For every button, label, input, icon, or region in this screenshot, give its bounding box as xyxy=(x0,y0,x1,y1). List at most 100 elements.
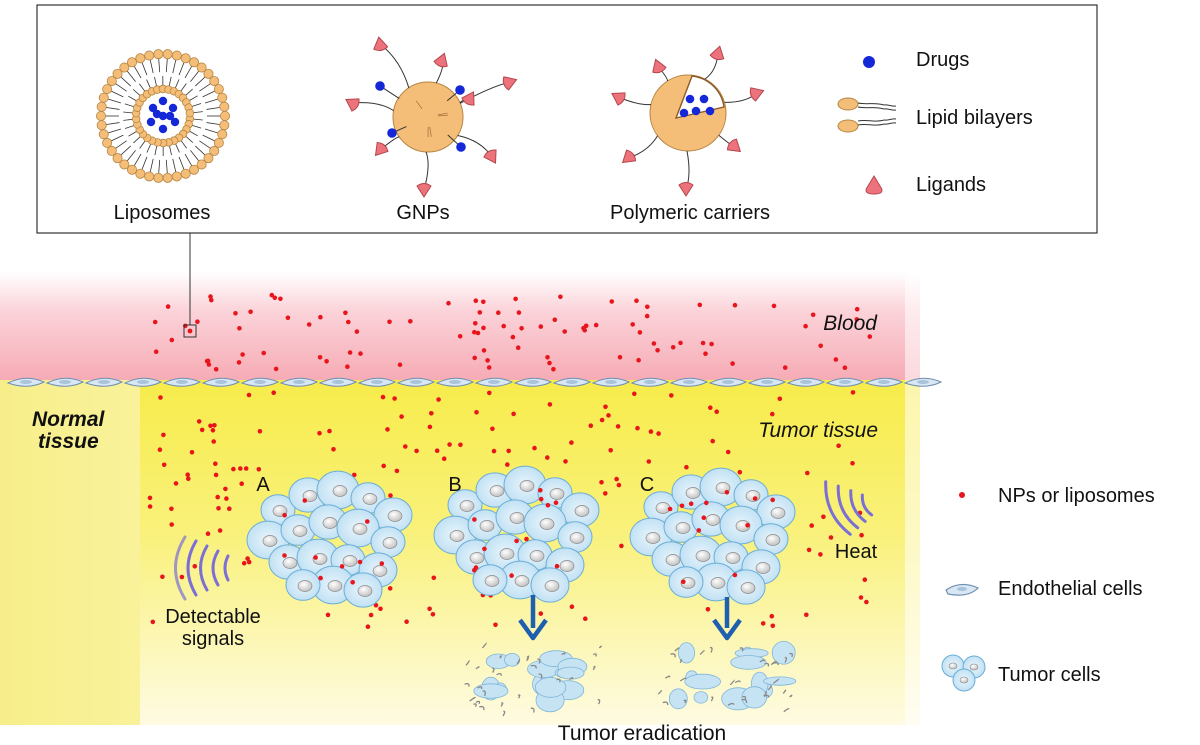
tumor-cell xyxy=(370,526,406,558)
right-legend: NPs or liposomes Endothelial cells Tumor… xyxy=(941,485,1155,692)
debris-fiber xyxy=(742,695,747,701)
np-dot xyxy=(648,429,654,434)
np-dot xyxy=(403,444,408,449)
cell-fragment xyxy=(730,655,767,670)
debris-fiber xyxy=(496,673,502,676)
np-dot xyxy=(864,599,869,605)
debris-fiber xyxy=(481,642,487,649)
np-dot xyxy=(554,563,560,569)
np-dot xyxy=(318,314,323,320)
np-dot xyxy=(703,351,708,357)
np-dot xyxy=(261,350,267,356)
np-dot xyxy=(472,329,477,335)
tumor-cell xyxy=(726,569,766,605)
np-dot xyxy=(481,348,487,353)
np-dot xyxy=(632,391,637,397)
np-dot xyxy=(634,298,639,304)
np-dot xyxy=(215,494,220,500)
debris-fiber xyxy=(789,652,793,658)
debris-fiber xyxy=(657,690,663,695)
tumor-cell xyxy=(560,492,600,528)
np-dot xyxy=(189,450,195,455)
np-dot xyxy=(688,501,694,507)
np-dot xyxy=(427,424,433,430)
debris-fiber xyxy=(537,658,541,664)
np-dot xyxy=(272,295,278,301)
endothelial-cell xyxy=(708,377,748,387)
np-dot xyxy=(472,517,477,522)
np-dot xyxy=(431,575,437,581)
debris-fiber xyxy=(709,646,713,653)
np-dot xyxy=(216,506,221,511)
polymeric-carriers-label: Polymeric carriers xyxy=(610,202,770,224)
debris-fiber xyxy=(473,703,477,707)
tumor-cluster-c xyxy=(629,467,796,605)
tumor-cell xyxy=(523,503,567,543)
debris-fiber xyxy=(782,689,787,694)
np-dots xyxy=(147,292,873,629)
np-dot xyxy=(854,317,860,322)
np-dot xyxy=(147,495,153,501)
np-dot xyxy=(233,311,238,316)
np-dot xyxy=(246,392,252,398)
np-dot xyxy=(803,323,808,329)
debris-fiber xyxy=(662,701,669,706)
np-dot xyxy=(331,447,336,452)
np-dot xyxy=(770,411,775,417)
np-dot xyxy=(381,463,387,469)
np-dot xyxy=(213,367,219,372)
np-dot xyxy=(644,313,650,319)
np-dot xyxy=(209,297,214,303)
np-dot xyxy=(473,565,479,570)
tumor-cell xyxy=(530,567,570,603)
panel-b-label: B xyxy=(448,474,461,496)
np-dot xyxy=(161,432,166,438)
liposome-icon xyxy=(96,49,230,183)
tumor-cell xyxy=(557,521,593,553)
polymeric-carrier-icon xyxy=(611,45,765,197)
np-dot xyxy=(603,491,608,496)
np-dot xyxy=(583,616,588,621)
np-dot xyxy=(217,528,223,533)
np-dot xyxy=(538,324,544,329)
np-dot xyxy=(655,348,660,353)
np-dot xyxy=(582,327,587,333)
debris-fiber xyxy=(499,655,502,659)
endothelial-cell xyxy=(435,377,475,387)
np-dot xyxy=(619,543,624,549)
np-dot xyxy=(482,546,487,552)
np-dot xyxy=(588,423,594,429)
np-dot xyxy=(651,341,657,346)
np-dot xyxy=(708,405,713,411)
np-dot xyxy=(473,298,479,304)
endothelial-cell xyxy=(747,377,787,387)
debris-fiber xyxy=(477,686,483,690)
np-dot xyxy=(836,443,841,449)
debris-fiber xyxy=(516,659,521,665)
np-dot xyxy=(474,410,479,415)
np-dot xyxy=(153,349,159,355)
np-dot xyxy=(477,310,483,315)
np-dot xyxy=(350,580,356,585)
np-dot xyxy=(524,536,529,542)
debris-fiber xyxy=(475,666,480,670)
ligands-legend-label: Ligands xyxy=(916,174,986,196)
np-dot xyxy=(473,321,478,326)
np-dot xyxy=(833,357,839,362)
detectable-signals-label-line2: signals xyxy=(182,628,244,650)
debris-fiber xyxy=(538,673,543,679)
np-dot xyxy=(245,556,250,561)
np-dot xyxy=(278,296,283,302)
np-dot xyxy=(472,355,478,361)
debris-fiber xyxy=(759,659,765,663)
np-dot xyxy=(365,624,371,629)
np-dot xyxy=(385,427,390,432)
np-dot xyxy=(818,552,823,557)
np-legend-label: NPs or liposomes xyxy=(998,485,1155,507)
np-dot xyxy=(553,500,559,506)
endothelial-cell xyxy=(84,377,124,387)
tumor-cell xyxy=(280,514,316,546)
np-dot xyxy=(199,427,205,433)
np-dot xyxy=(679,503,685,509)
np-dot xyxy=(745,523,750,528)
